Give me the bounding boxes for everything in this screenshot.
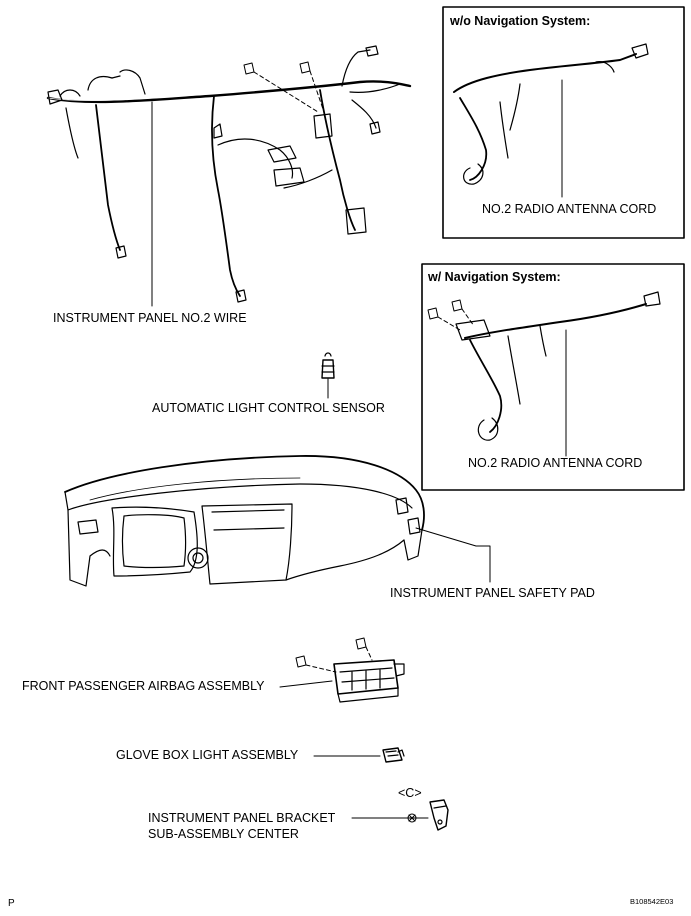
footer-left-mark: P bbox=[8, 898, 15, 909]
inset-title-with-navigation: w/ Navigation System: bbox=[428, 270, 561, 284]
bracket-label-line1: INSTRUMENT PANEL BRACKET bbox=[148, 811, 336, 825]
bracket-label-line2: SUB-ASSEMBLY CENTER bbox=[148, 827, 299, 841]
wire-clip-bolts bbox=[243, 61, 325, 113]
inset-with-navigation-frame bbox=[421, 263, 685, 491]
light-control-sensor-icon bbox=[321, 352, 335, 379]
instrument-panel-wire-harness bbox=[46, 45, 412, 303]
bracket-tag-label: <C> bbox=[398, 786, 422, 800]
airbag-leader-line bbox=[279, 680, 333, 688]
light-sensor-label: AUTOMATIC LIGHT CONTROL SENSOR bbox=[152, 401, 385, 415]
passenger-airbag-icon bbox=[333, 659, 405, 703]
airbag-label: FRONT PASSENGER AIRBAG ASSEMBLY bbox=[22, 679, 265, 693]
airbag-mounting-bolts bbox=[295, 637, 373, 673]
antenna-mounting-bolts bbox=[427, 299, 475, 331]
inset-without-navigation-frame bbox=[442, 6, 685, 239]
wire-label: INSTRUMENT PANEL NO.2 WIRE bbox=[53, 311, 247, 325]
safety-pad-label: INSTRUMENT PANEL SAFETY PAD bbox=[390, 586, 595, 600]
instrument-panel-safety-pad bbox=[64, 455, 425, 587]
inset-title-without-navigation: w/o Navigation System: bbox=[450, 14, 591, 28]
glove-box-light-icon bbox=[382, 747, 405, 763]
panel-bracket-icon bbox=[429, 799, 449, 831]
radio-antenna-cord-without-navigation bbox=[453, 43, 649, 185]
glove-light-label: GLOVE BOX LIGHT ASSEMBLY bbox=[116, 748, 299, 762]
safety-pad-leader-line bbox=[415, 527, 491, 583]
figure-code: B108542E03 bbox=[630, 897, 674, 906]
antenna-cord-label-without-navigation: NO.2 RADIO ANTENNA CORD bbox=[482, 202, 657, 216]
antenna-cord-label-with-navigation: NO.2 RADIO ANTENNA CORD bbox=[468, 456, 643, 470]
radio-antenna-cord-with-navigation bbox=[455, 291, 661, 441]
